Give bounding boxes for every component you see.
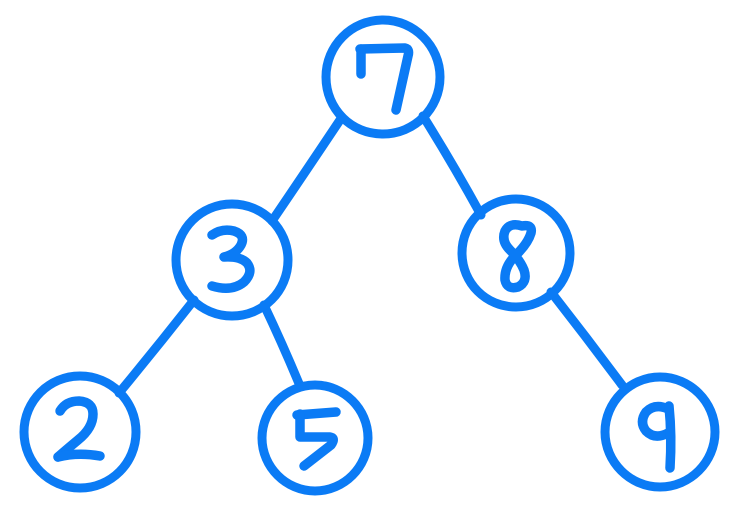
tree-node-8[interactable]	[457, 194, 575, 312]
node-3-circle	[171, 199, 293, 321]
edge-3-to-2	[114, 295, 199, 398]
node-2-circle	[19, 371, 141, 493]
node-5-circle	[257, 380, 373, 496]
node-9-circle	[600, 372, 720, 492]
tree-node-3[interactable]	[171, 199, 293, 321]
tree-node-2[interactable]	[19, 371, 141, 493]
node-3-digit-glyph	[207, 225, 255, 293]
tree-node-5[interactable]	[257, 380, 373, 496]
node-2-digit-glyph	[53, 396, 105, 462]
node-5-digit-glyph	[292, 407, 341, 471]
edge-7-to-8	[418, 111, 486, 220]
tree-node-9[interactable]	[600, 372, 720, 492]
node-8-circle	[457, 194, 575, 312]
node-7-circle	[321, 15, 445, 139]
node-7-digit-glyph	[355, 43, 414, 115]
edge-7-to-3	[267, 112, 347, 226]
node-9-digit-glyph	[637, 401, 676, 473]
edge-8-to-9	[546, 287, 627, 390]
tree-node-7[interactable]	[321, 15, 445, 139]
node-8-digit-glyph	[499, 220, 537, 293]
edge-3-to-5	[259, 300, 305, 391]
edge-group	[114, 111, 627, 398]
